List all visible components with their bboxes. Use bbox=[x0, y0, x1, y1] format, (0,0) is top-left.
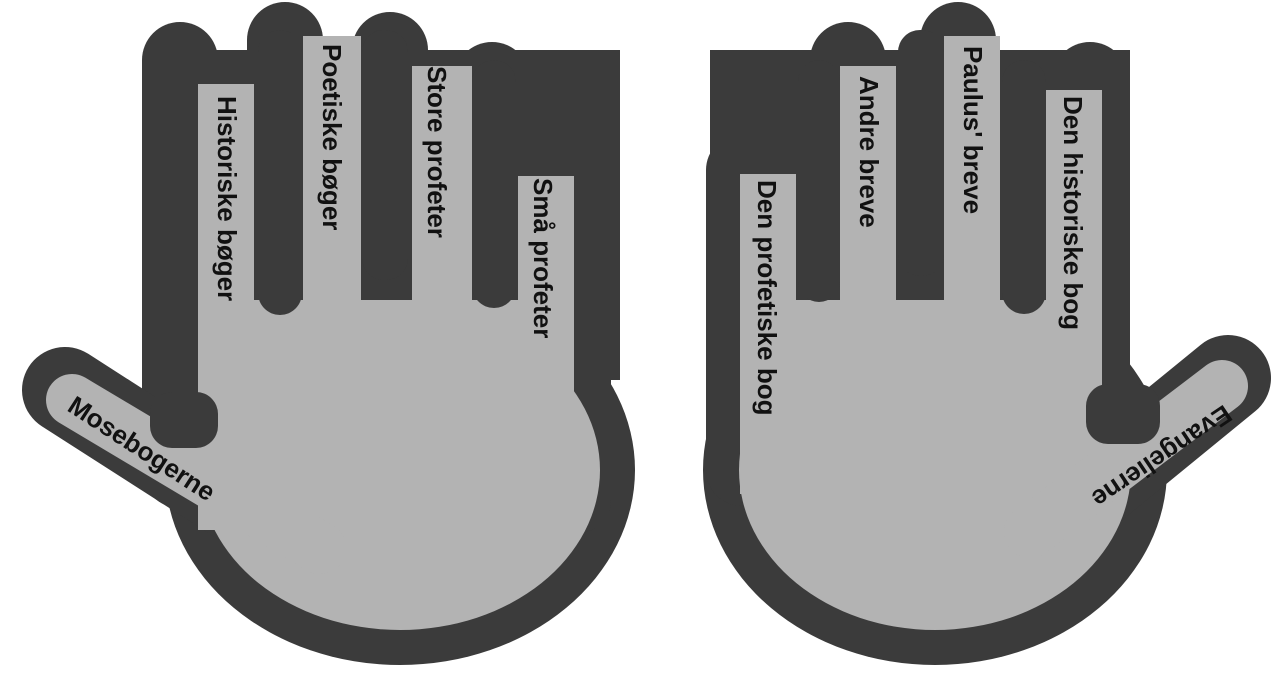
left-hand-finger-gaps bbox=[150, 30, 516, 448]
left-finger1-label: Historiske bøger bbox=[212, 96, 242, 301]
left-finger2-label: Poetiske bøger bbox=[317, 44, 347, 230]
left-hand: Mosebogerne Historiske bøger Poetiske bø… bbox=[22, 2, 635, 665]
right-hand: Den profetiske bog Andre breve Paulus' b… bbox=[703, 2, 1271, 665]
right-hand-fill bbox=[739, 36, 1248, 630]
right-finger3-label: Paulus' breve bbox=[958, 46, 988, 214]
left-finger3-label: Store profeter bbox=[422, 66, 452, 238]
right-finger1-label: Den profetiske bog bbox=[752, 180, 782, 415]
right-finger4-label: Den historiske bog bbox=[1058, 96, 1088, 330]
right-hand-finger-gaps bbox=[798, 30, 1160, 444]
left-finger4-label: Små profeter bbox=[528, 178, 558, 338]
left-hand-fill bbox=[46, 36, 600, 630]
right-finger2-label: Andre breve bbox=[854, 76, 884, 228]
